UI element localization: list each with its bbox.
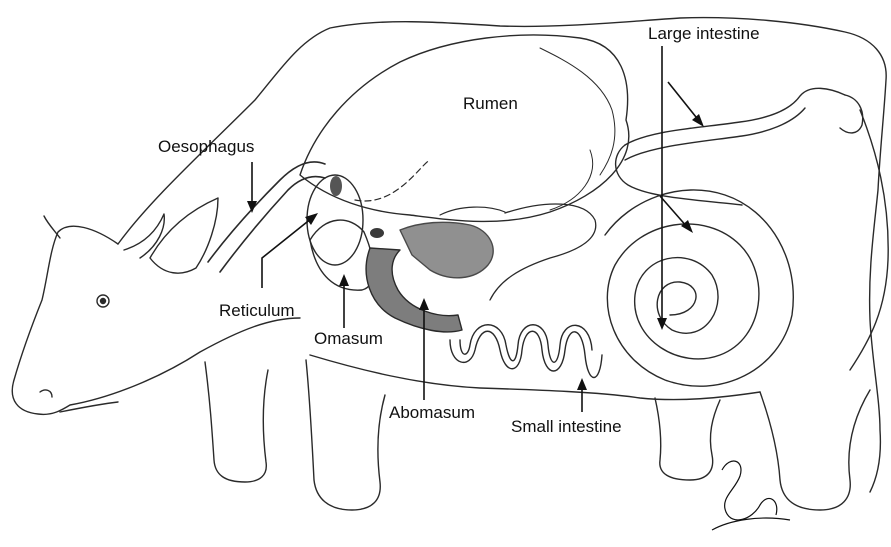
cow-hind-leg-left bbox=[655, 398, 720, 480]
cow-mouth bbox=[60, 402, 118, 412]
arrow-reticulum bbox=[262, 218, 312, 288]
large-intestine-spiral bbox=[605, 190, 793, 386]
label-small-intestine: Small intestine bbox=[511, 418, 622, 435]
label-oesophagus: Oesophagus bbox=[158, 138, 254, 155]
cow-front-leg-right bbox=[306, 360, 385, 510]
cow-belly-outline bbox=[310, 355, 760, 400]
label-large-intestine: Large intestine bbox=[648, 25, 760, 42]
artist-signature bbox=[712, 461, 790, 530]
label-reticulum: Reticulum bbox=[219, 302, 295, 319]
cow-horn bbox=[124, 214, 164, 258]
label-abomasum: Abomasum bbox=[389, 404, 475, 421]
cow-tail bbox=[850, 110, 888, 370]
label-omasum: Omasum bbox=[314, 330, 383, 347]
label-rumen: Rumen bbox=[463, 95, 518, 112]
cow-head-outline bbox=[12, 226, 300, 414]
cow-horn-left bbox=[44, 216, 60, 238]
rumen-outline bbox=[300, 35, 629, 221]
cow-nostril bbox=[40, 390, 52, 397]
small-intestine-loops bbox=[450, 331, 602, 377]
cow-front-leg-left bbox=[205, 362, 268, 482]
cow-hind-leg-right bbox=[760, 390, 870, 510]
